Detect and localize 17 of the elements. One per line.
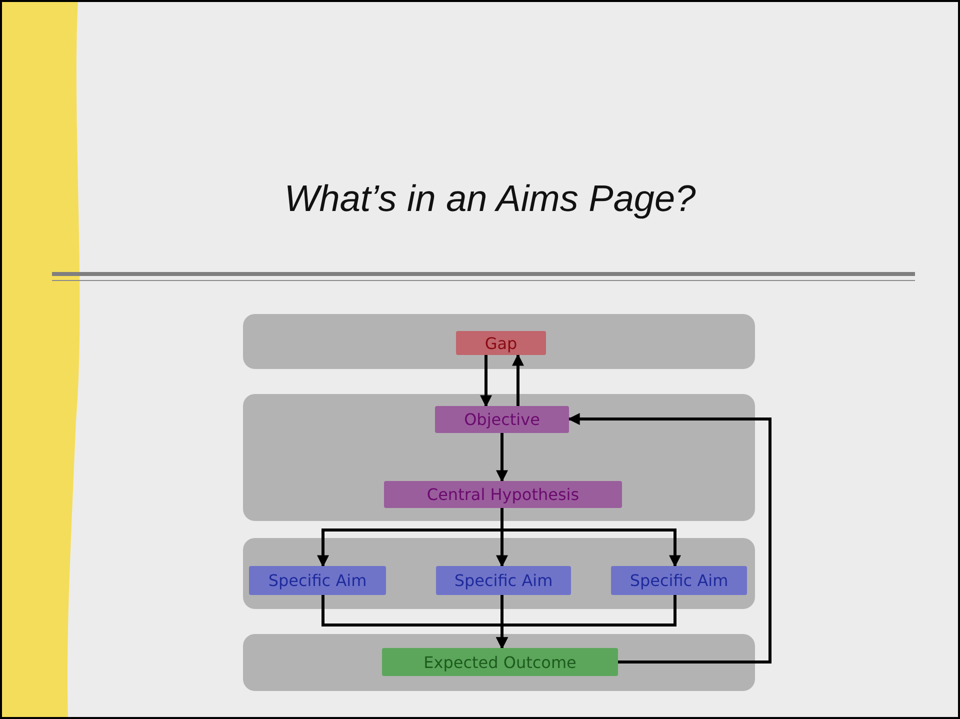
label-box: Objective xyxy=(435,406,569,433)
band-panel xyxy=(243,634,755,691)
arrow xyxy=(480,355,492,408)
arrow xyxy=(512,354,524,406)
label-box: Specific Aim xyxy=(436,566,571,595)
slide-title: What’s in an Aims Page? xyxy=(283,178,697,220)
arrow xyxy=(568,413,772,664)
band-panel xyxy=(243,538,755,609)
label-box: Expected Outcome xyxy=(382,648,618,676)
band-panel xyxy=(243,314,755,369)
label-box: Specific Aim xyxy=(249,566,386,595)
label-box: Gap xyxy=(456,331,546,355)
arrow xyxy=(496,433,508,482)
label-box: Central Hypothesis xyxy=(384,481,622,508)
label-box: Specific Aim xyxy=(611,566,747,595)
arrow xyxy=(496,595,676,650)
band-panel xyxy=(243,394,755,521)
